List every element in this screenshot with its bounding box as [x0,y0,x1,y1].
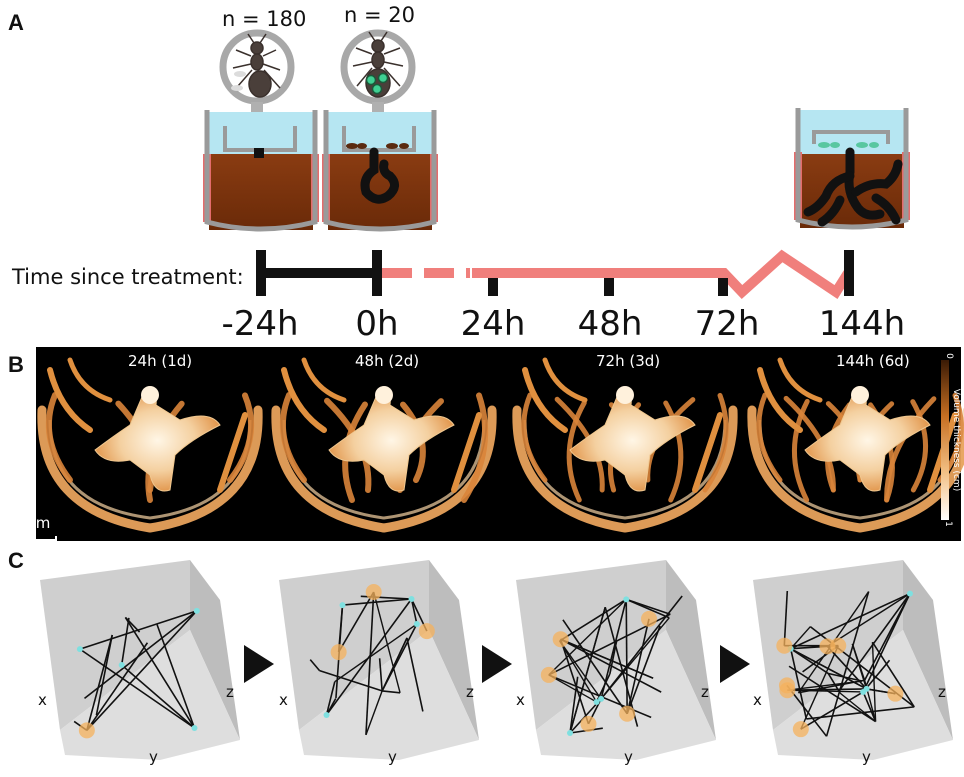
axis-label-x: x [753,691,762,709]
marked-ant-icon [340,29,416,105]
axis-label-y: y [149,748,158,766]
colorbar-min-label: 1 [943,521,953,527]
ct-time-label: 24h (1d) [128,352,192,370]
ct-nest-render [747,357,964,533]
nest-pot-2 [322,110,438,232]
ct-time-label: 48h (2d) [355,352,419,370]
ct-scan-images [37,357,964,533]
panel-b-letter: B [8,352,24,377]
nest-pot-3 [794,108,910,230]
tick-label: 24h [461,304,526,344]
axis-label-y: y [862,748,871,766]
ct-nest-render [37,357,263,533]
scale-bar: 3cm [12,514,57,541]
ct-nest-render [512,357,738,533]
nest-pot-1 [203,110,319,232]
network-3d-plot [516,560,716,760]
timeline-label: Time since treatment: [11,265,244,289]
tick-label: -24h [221,304,298,344]
axis-label-x: x [279,691,288,709]
axis-label-z: z [226,683,234,701]
axis-label-z: z [938,683,946,701]
axis-label-z: z [466,683,474,701]
tick-label: 0h [355,304,398,344]
panel-a-letter: A [8,10,24,35]
tick-label: 144h [819,304,905,344]
ct-nest-render [271,357,497,533]
network-3d-plot [279,560,479,760]
colorbar-max-label: 0 [944,353,954,359]
colony-2-n-label: n = 20 [344,3,415,27]
axis-label-z: z [701,683,709,701]
axis-label-y: y [388,748,397,766]
colorbar-title: Volume thickness (cm) [951,389,961,491]
network-3d-plot [753,560,953,760]
scale-bar-label: 3cm [18,514,50,532]
axis-label-y: y [624,748,633,766]
ant-icon [219,29,295,105]
panel-c-letter: C [8,548,24,573]
ct-time-label: 72h (3d) [596,352,660,370]
timeline-axis [256,249,854,300]
network-3d-plot [40,560,240,760]
axis-label-x: x [38,691,47,709]
axis-label-x: x [516,691,525,709]
network-plots [40,560,953,760]
ct-time-label: 144h (6d) [836,352,910,370]
tick-label: 48h [578,304,643,344]
progression-arrow [244,645,750,683]
colorbar: 0 1 Volume thickness (cm) [941,353,961,527]
tick-label: 72h [695,304,760,344]
colony-1-n-label: n = 180 [222,7,306,31]
